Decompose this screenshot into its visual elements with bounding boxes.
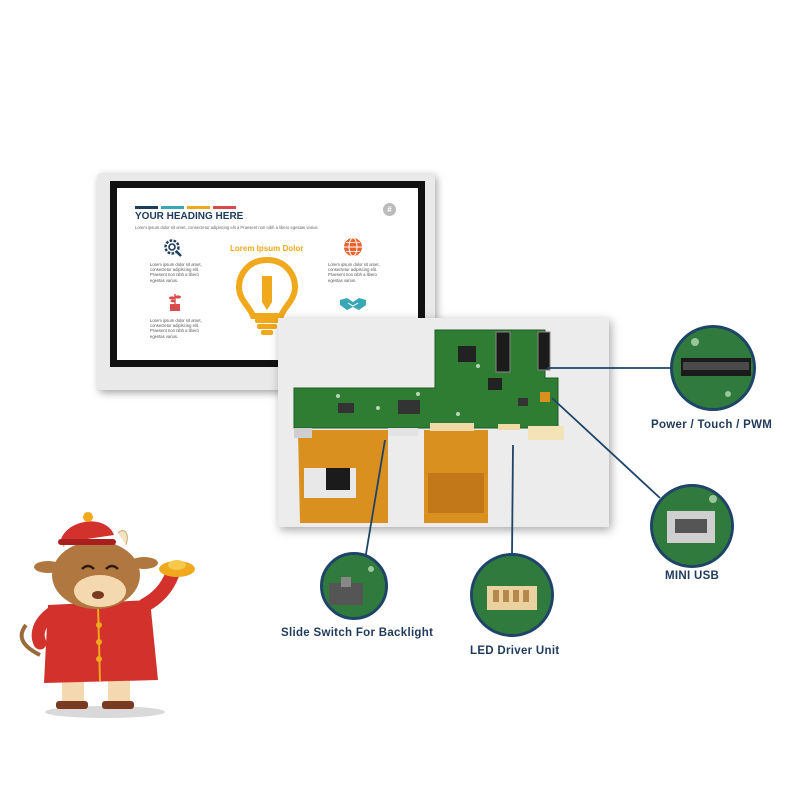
hash-badge: # <box>383 203 396 216</box>
blurb-bottom-left: Lorem ipsum dolor sit amet, consectetur … <box>150 318 202 339</box>
center-title: Lorem Ipsum Dolor <box>230 244 304 253</box>
handshake-icon <box>340 298 366 310</box>
color-stripe <box>161 206 184 209</box>
slide-switch-callout <box>320 552 388 620</box>
globe-icon <box>344 237 362 257</box>
color-stripe <box>187 206 210 209</box>
fpc-connector-icon <box>673 328 753 408</box>
ox-mascot-illustration <box>19 512 195 718</box>
pcb-board <box>293 329 564 523</box>
blurb-top-left: Lorem ipsum dolor sit amet, consectetur … <box>150 262 202 283</box>
screen-subtext: Lorem ipsum dolor sit amet, consectetur … <box>135 225 319 230</box>
slide-switch-icon <box>323 555 385 617</box>
slide-switch-label: Slide Switch For Backlight <box>281 627 434 639</box>
mini-usb-callout <box>650 484 734 568</box>
power-touch-pwm-label: Power / Touch / PWM <box>651 419 773 431</box>
lightbulb-pencil-icon <box>235 256 299 335</box>
mini-usb-label: MINI USB <box>665 570 720 582</box>
screen-heading: YOUR HEADING HERE <box>135 211 244 222</box>
led-connector-icon <box>473 556 551 634</box>
led-driver-callout <box>470 553 554 637</box>
gear-search-icon <box>164 239 182 257</box>
usb-port-icon <box>653 487 731 565</box>
color-stripe <box>213 206 236 209</box>
led-driver-label: LED Driver Unit <box>470 645 560 657</box>
blurb-top-right: Lorem ipsum dolor sit amet, consectetur … <box>328 262 380 283</box>
power-connector-callout <box>670 325 756 411</box>
plant-icon <box>169 294 181 311</box>
color-stripe <box>135 206 158 209</box>
